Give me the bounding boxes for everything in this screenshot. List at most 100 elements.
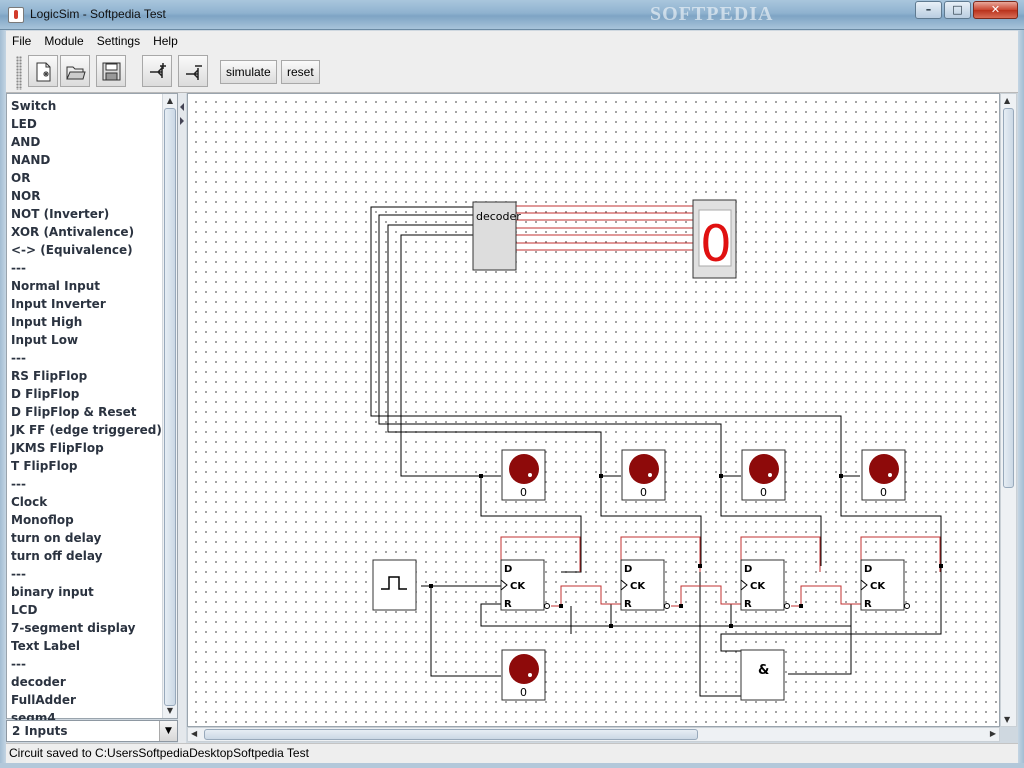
simulate-button[interactable]: simulate: [220, 60, 277, 84]
split-pane-divider[interactable]: [178, 93, 186, 743]
pin-d-label: D: [864, 564, 872, 575]
java-app-icon[interactable]: [8, 7, 24, 23]
palette-item[interactable]: decoder: [11, 675, 66, 689]
wire: [378, 214, 741, 477]
remove-input-button[interactable]: [178, 55, 208, 87]
d-flipflop-3[interactable]: D CK R: [740, 559, 790, 611]
canvas-horizontal-scrollbar[interactable]: ◀ ▶: [187, 727, 1000, 742]
led-2[interactable]: 0: [621, 449, 666, 501]
palette-separator: ---: [11, 351, 26, 365]
led-5[interactable]: 0: [501, 649, 546, 701]
palette-item[interactable]: JK FF (edge triggered): [11, 423, 162, 437]
scroll-up-icon[interactable]: ▲: [166, 96, 174, 105]
scroll-down-icon[interactable]: ▼: [1004, 715, 1011, 724]
palette-item[interactable]: Clock: [11, 495, 48, 509]
gate-inputs-select[interactable]: 2 Inputs ▼: [6, 720, 178, 742]
gate-inputs-value: 2 Inputs: [12, 724, 68, 738]
palette-item[interactable]: NAND: [11, 153, 51, 167]
palette-separator: ---: [11, 477, 26, 491]
pin-r-label: R: [864, 599, 872, 610]
led-1[interactable]: 0: [501, 449, 546, 501]
menu-help[interactable]: Help: [153, 34, 178, 48]
menu-bar: File Module Settings Help: [6, 31, 1018, 51]
palette-item[interactable]: D FlipFlop & Reset: [11, 405, 137, 419]
palette-item[interactable]: turn on delay: [11, 531, 102, 545]
minimize-button[interactable]: –: [915, 1, 942, 19]
seven-segment-display[interactable]: 0: [692, 199, 737, 279]
palette-item[interactable]: NOT (Inverter): [11, 207, 110, 221]
scroll-up-icon[interactable]: ▲: [1004, 96, 1011, 105]
circuit-drawing[interactable]: decoder 0 0 0 0 0: [188, 94, 1000, 727]
palette-item[interactable]: LED: [11, 117, 37, 131]
toolbar-grip[interactable]: [16, 56, 22, 90]
led-value: 0: [640, 486, 647, 499]
open-folder-icon: [66, 66, 86, 80]
canvas-hscroll-thumb[interactable]: [204, 729, 698, 740]
close-button[interactable]: ✕: [973, 1, 1018, 19]
new-file-icon: [36, 62, 51, 82]
decoder-component[interactable]: decoder: [472, 201, 521, 271]
pin-r-label: R: [624, 599, 632, 610]
palette-item[interactable]: Input Low: [11, 333, 79, 347]
scroll-down-icon[interactable]: ▼: [166, 706, 174, 715]
palette-item[interactable]: Input Inverter: [11, 297, 106, 311]
palette-scroll-thumb[interactable]: [164, 108, 176, 706]
palette-item[interactable]: Monoflop: [11, 513, 74, 527]
decoder-label: decoder: [476, 210, 521, 223]
palette-separator: ---: [11, 657, 26, 671]
palette-item[interactable]: Switch: [11, 99, 57, 113]
palette-item[interactable]: D FlipFlop: [11, 387, 80, 401]
save-disk-icon: [102, 62, 121, 81]
palette-item[interactable]: 7-segment display: [11, 621, 136, 635]
chevron-down-icon[interactable]: ▼: [159, 721, 177, 741]
palette-item[interactable]: Normal Input: [11, 279, 100, 293]
open-folder-button[interactable]: [60, 55, 90, 87]
and-gate[interactable]: &: [740, 649, 785, 701]
menu-module[interactable]: Module: [44, 34, 84, 48]
d-flipflop-4[interactable]: D CK R: [860, 559, 910, 611]
pin-d-label: D: [624, 564, 632, 575]
palette-item[interactable]: JKMS FlipFlop: [11, 441, 104, 455]
clock-component[interactable]: [372, 559, 417, 611]
maximize-button[interactable]: □: [944, 1, 971, 19]
minimize-icon: –: [925, 3, 932, 16]
palette-separator: ---: [11, 567, 26, 581]
led-value: 0: [520, 486, 527, 499]
add-input-button[interactable]: [142, 55, 172, 87]
palette-item[interactable]: RS FlipFlop: [11, 369, 88, 383]
palette-item[interactable]: Input High: [11, 315, 83, 329]
d-flipflop-2[interactable]: D CK R: [620, 559, 670, 611]
circuit-canvas[interactable]: decoder 0 0 0 0 0: [187, 93, 1000, 727]
save-button[interactable]: [96, 55, 126, 87]
splitter-arrows-icon[interactable]: [178, 101, 186, 131]
palette-item[interactable]: turn off delay: [11, 549, 103, 563]
maximize-icon: □: [952, 3, 963, 16]
pin-ck-label: CK: [750, 581, 766, 592]
scroll-right-icon[interactable]: ▶: [989, 729, 996, 738]
new-file-button[interactable]: [28, 55, 58, 87]
d-flipflop-1[interactable]: D CK R: [500, 559, 550, 611]
palette-item[interactable]: LCD: [11, 603, 38, 617]
wire: [387, 224, 621, 477]
window-frame-right: [1018, 30, 1024, 768]
palette-item[interactable]: NOR: [11, 189, 41, 203]
led-4[interactable]: 0: [861, 449, 906, 501]
palette-item[interactable]: Text Label: [11, 639, 80, 653]
reset-button[interactable]: reset: [281, 60, 320, 84]
close-icon: ✕: [990, 3, 1001, 16]
canvas-vertical-scrollbar[interactable]: ▲ ▼: [1000, 93, 1017, 727]
title-bar[interactable]: LogicSim - Softpedia Test SOFTPEDIA – □ …: [0, 0, 1024, 30]
palette-item[interactable]: <-> (Equivalence): [11, 243, 133, 257]
menu-file[interactable]: File: [12, 34, 32, 48]
palette-item[interactable]: OR: [11, 171, 31, 185]
palette-item[interactable]: binary input: [11, 585, 94, 599]
palette-item[interactable]: XOR (Antivalence): [11, 225, 135, 239]
palette-scrollbar[interactable]: ▲ ▼: [162, 94, 177, 718]
canvas-vscroll-thumb[interactable]: [1003, 108, 1014, 488]
led-3[interactable]: 0: [741, 449, 786, 501]
palette-item[interactable]: T FlipFlop: [11, 459, 78, 473]
scroll-left-icon[interactable]: ◀: [191, 729, 198, 738]
palette-item[interactable]: AND: [11, 135, 41, 149]
menu-settings[interactable]: Settings: [96, 34, 141, 48]
palette-item[interactable]: FullAdder: [11, 693, 76, 707]
